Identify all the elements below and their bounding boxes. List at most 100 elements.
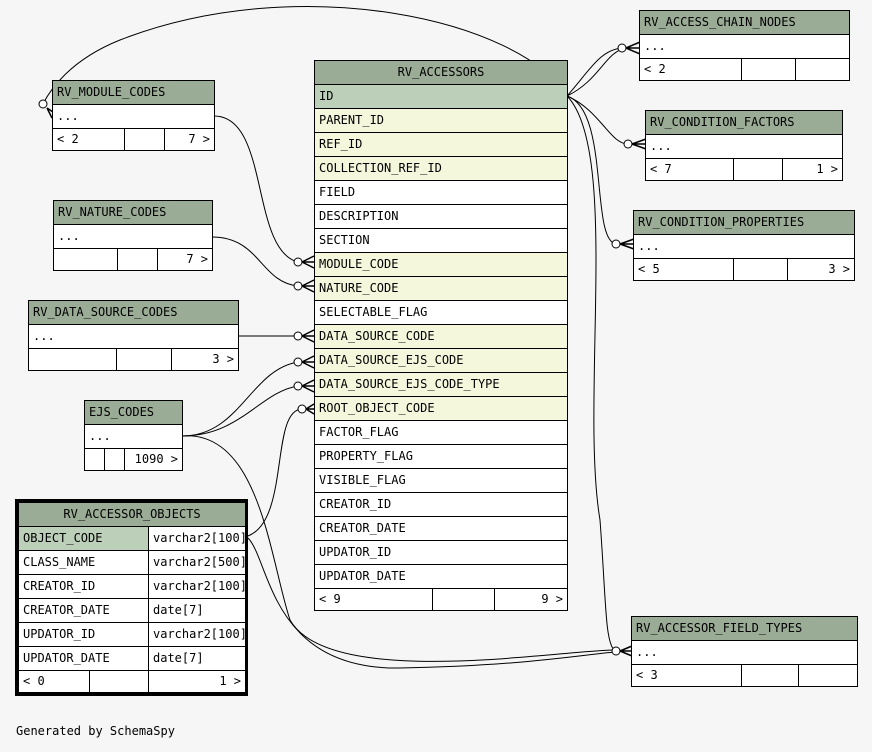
parents-count: < 7: [645, 158, 734, 181]
table-title[interactable]: RV_CONDITION_PROPERTIES: [633, 210, 855, 235]
column-object-code[interactable]: OBJECT_CODE: [18, 526, 149, 551]
table-title[interactable]: RV_DATA_SOURCE_CODES: [27, 300, 240, 325]
edge-crowfoot: [301, 329, 315, 343]
parents-count: [28, 348, 117, 371]
column-creator-date[interactable]: CREATOR_DATE: [18, 598, 149, 623]
children-count: [798, 664, 858, 687]
row-count: [733, 158, 783, 181]
column-creator-id[interactable]: CREATOR_ID: [18, 574, 149, 599]
table-body: ...: [638, 34, 851, 59]
table-rv-nature-codes[interactable]: RV_NATURE_CODES ... 7 >: [53, 200, 213, 271]
table-title[interactable]: RV_ACCESS_CHAIN_NODES: [638, 10, 851, 35]
generated-by-text: Generated by SchemaSpy: [16, 724, 175, 738]
column-collection-ref-id[interactable]: COLLECTION_REF_ID: [313, 156, 569, 181]
edge-end-circle: [293, 357, 303, 367]
row-count: [741, 58, 796, 81]
column-updator-date[interactable]: UPDATOR_DATE: [18, 646, 149, 671]
column-updator-id[interactable]: UPDATOR_ID: [18, 622, 149, 647]
table-body: ...: [27, 324, 240, 349]
edge-nature-codes-to-nature-code: [211, 236, 299, 287]
column-parent-id[interactable]: PARENT_ID: [313, 108, 569, 133]
table-body: ...: [52, 104, 215, 129]
parents-count: < 3: [631, 664, 742, 687]
column-id[interactable]: ID: [313, 84, 569, 109]
children-count: 3 >: [170, 348, 240, 371]
column-creator-date[interactable]: CREATOR_DATE: [313, 516, 569, 541]
parents-count: [53, 248, 118, 271]
edge-crowfoot: [625, 41, 641, 55]
edge-end-circle: [38, 99, 48, 109]
row-count: [124, 128, 165, 151]
edge-crowfoot: [631, 138, 647, 150]
column-updator-date[interactable]: UPDATOR_DATE: [313, 564, 569, 589]
children-count: 7 >: [164, 128, 215, 151]
edge-crowfoot: [301, 355, 315, 369]
column-module-code[interactable]: MODULE_CODE: [313, 252, 569, 277]
table-rv-data-source-codes[interactable]: RV_DATA_SOURCE_CODES ... 3 >: [27, 300, 240, 371]
edge-crowfoot: [619, 238, 635, 250]
column-data-source-ejs-code-type[interactable]: DATA_SOURCE_EJS_CODE_TYPE: [313, 372, 569, 397]
edge-end-circle: [611, 239, 621, 249]
edge-id-to-field-types: [566, 95, 615, 651]
table-rv-condition-properties[interactable]: RV_CONDITION_PROPERTIES ... < 5 3 >: [633, 210, 855, 281]
column-root-object-code[interactable]: ROOT_OBJECT_CODE: [313, 396, 569, 421]
table-title[interactable]: EJS_CODES: [83, 400, 184, 425]
column-type: date[7]: [147, 598, 247, 623]
edge-end-circle: [293, 257, 303, 267]
parents-count: < 5: [633, 258, 734, 281]
table-rv-module-codes[interactable]: RV_MODULE_CODES ... < 2 7 >: [52, 80, 215, 151]
edge-end-circle: [617, 43, 627, 53]
column-type: varchar2[100]: [147, 574, 247, 599]
edge-crowfoot: [301, 255, 315, 269]
edge-end-circle: [611, 646, 621, 656]
row-count: [116, 348, 172, 371]
edge-module-codes-to-module-code: [213, 115, 299, 263]
edge-end-circle: [293, 381, 303, 391]
column-selectable-flag[interactable]: SELECTABLE_FLAG: [313, 300, 569, 325]
column-field[interactable]: FIELD: [313, 180, 569, 205]
table-title[interactable]: RV_ACCESSORS: [313, 60, 569, 85]
column-data-source-ejs-code[interactable]: DATA_SOURCE_EJS_CODE: [313, 348, 569, 373]
edge-id-to-condition-properties: [566, 95, 617, 245]
table-title[interactable]: RV_CONDITION_FACTORS: [644, 110, 844, 135]
table-title[interactable]: RV_ACCESSOR_OBJECTS: [17, 502, 247, 527]
parents-count: < 9: [314, 588, 433, 611]
column-factor-flag[interactable]: FACTOR_FLAG: [313, 420, 569, 445]
column-ref-id[interactable]: REF_ID: [313, 132, 569, 157]
row-count: [104, 448, 125, 471]
table-rv-condition-factors[interactable]: RV_CONDITION_FACTORS ... < 7 1 >: [644, 110, 844, 181]
column-nature-code[interactable]: NATURE_CODE: [313, 276, 569, 301]
edge-ejs-to-ejs-code: [181, 361, 299, 437]
column-description[interactable]: DESCRIPTION: [313, 204, 569, 229]
column-visible-flag[interactable]: VISIBLE_FLAG: [313, 468, 569, 493]
edge-crowfoot: [305, 403, 315, 415]
table-rv-accessors[interactable]: RV_ACCESSORS ID PARENT_ID REF_ID COLLECT…: [313, 60, 569, 611]
table-rv-access-chain-nodes[interactable]: RV_ACCESS_CHAIN_NODES ... < 2: [638, 10, 851, 81]
table-rv-accessor-field-types[interactable]: RV_ACCESSOR_FIELD_TYPES ... < 3: [631, 616, 858, 687]
parents-count: [84, 448, 105, 471]
parents-count: < 2: [52, 128, 125, 151]
column-data-source-code[interactable]: DATA_SOURCE_CODE: [313, 324, 569, 349]
table-body: ...: [633, 234, 855, 259]
edge-crowfoot: [301, 379, 315, 393]
column-type: date[7]: [147, 646, 247, 671]
table-ejs-codes[interactable]: EJS_CODES ... 1090 >: [83, 400, 184, 471]
column-property-flag[interactable]: PROPERTY_FLAG: [313, 444, 569, 469]
row-count: [117, 248, 158, 271]
row-count: [741, 664, 799, 687]
column-creator-id[interactable]: CREATOR_ID: [313, 492, 569, 517]
column-section[interactable]: SECTION: [313, 228, 569, 253]
edge-end-circle: [297, 404, 307, 414]
edge-end-circle: [293, 281, 303, 291]
table-title[interactable]: RV_ACCESSOR_FIELD_TYPES: [631, 616, 858, 641]
table-body: ...: [644, 134, 844, 159]
table-title[interactable]: RV_NATURE_CODES: [53, 200, 213, 225]
column-type: varchar2[100]: [147, 526, 247, 551]
edge-id-to-chain-nodes-2: [566, 47, 627, 97]
column-class-name[interactable]: CLASS_NAME: [18, 550, 149, 575]
row-count: [89, 670, 149, 693]
edge-id-to-condition-factors: [566, 95, 629, 145]
column-updator-id[interactable]: UPDATOR_ID: [313, 540, 569, 565]
table-rv-accessor-objects[interactable]: RV_ACCESSOR_OBJECTS OBJECT_CODE varchar2…: [17, 502, 247, 693]
table-title[interactable]: RV_MODULE_CODES: [52, 80, 215, 105]
